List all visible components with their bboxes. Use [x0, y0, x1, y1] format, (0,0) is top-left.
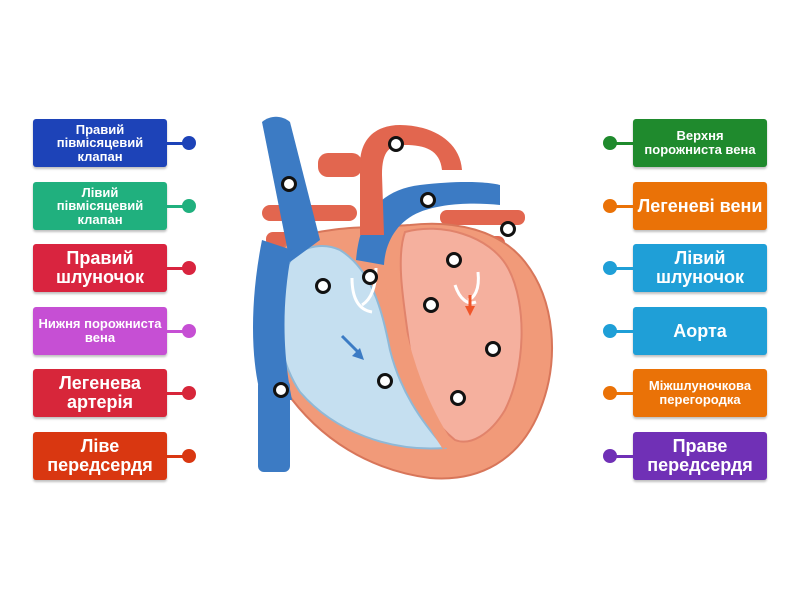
- connector-knob[interactable]: [603, 261, 617, 275]
- connector: [167, 267, 185, 270]
- connector-knob[interactable]: [603, 136, 617, 150]
- drop-target-pin[interactable]: [423, 297, 439, 313]
- connector: [167, 142, 185, 145]
- connector: [615, 392, 633, 395]
- inferior-vena-cava: [258, 380, 290, 472]
- drop-target-pin[interactable]: [446, 252, 462, 268]
- label-nyzhnia-porozhnysta-vena[interactable]: Нижня порожниста вена: [33, 307, 167, 355]
- connector: [167, 455, 185, 458]
- drop-target-pin[interactable]: [362, 269, 378, 285]
- connector: [167, 392, 185, 395]
- drop-target-pin[interactable]: [500, 221, 516, 237]
- aorta-arch: [360, 125, 462, 235]
- label-aorta[interactable]: Аорта: [633, 307, 767, 355]
- connector-knob[interactable]: [603, 449, 617, 463]
- drop-target-pin[interactable]: [281, 176, 297, 192]
- interventricular-septum: [384, 269, 453, 450]
- label-mizhshlunochkova-perehorodka[interactable]: Міжшлуночкова перегородка: [633, 369, 767, 417]
- left-chambers: [399, 227, 523, 443]
- connector-knob[interactable]: [603, 386, 617, 400]
- label-live-peredserdia[interactable]: Ліве передсердя: [33, 432, 167, 480]
- connector: [615, 455, 633, 458]
- connector-knob[interactable]: [182, 449, 196, 463]
- drop-target-pin[interactable]: [420, 192, 436, 208]
- connector: [615, 205, 633, 208]
- connector: [167, 205, 185, 208]
- connector: [615, 330, 633, 333]
- drop-target-pin[interactable]: [377, 373, 393, 389]
- drop-target-pin[interactable]: [273, 382, 289, 398]
- label-pravyi-pivmisiatsevyi-klapan[interactable]: Правий півмісяцевий клапан: [33, 119, 167, 167]
- drop-target-pin[interactable]: [485, 341, 501, 357]
- connector: [167, 330, 185, 333]
- label-prave-peredserdia[interactable]: Праве передсердя: [633, 432, 767, 480]
- label-lehenevа-arteriia[interactable]: Легенева артерія: [33, 369, 167, 417]
- label-lehenevi-veny[interactable]: Легеневі вени: [633, 182, 767, 230]
- label-livyi-shlunochok[interactable]: Лівий шлуночок: [633, 244, 767, 292]
- label-pravyi-shlunochok[interactable]: Правий шлуночок: [33, 244, 167, 292]
- connector-knob[interactable]: [603, 199, 617, 213]
- flow-arrows: [340, 295, 475, 360]
- drop-target-pin[interactable]: [450, 390, 466, 406]
- pulmonary-trunk: [356, 181, 500, 265]
- connector-knob[interactable]: [182, 136, 196, 150]
- connector-knob[interactable]: [182, 261, 196, 275]
- label-verkhnia-porozhnysta-vena[interactable]: Верхня порожниста вена: [633, 119, 767, 167]
- connector-knob[interactable]: [182, 324, 196, 338]
- connector-knob[interactable]: [182, 386, 196, 400]
- connector: [615, 142, 633, 145]
- drop-target-pin[interactable]: [315, 278, 331, 294]
- connector: [615, 267, 633, 270]
- label-livyi-pivmisiatsevyi-klapan[interactable]: Лівий півмісяцевий клапан: [33, 182, 167, 230]
- drop-target-pin[interactable]: [388, 136, 404, 152]
- connector-knob[interactable]: [182, 199, 196, 213]
- connector-knob[interactable]: [603, 324, 617, 338]
